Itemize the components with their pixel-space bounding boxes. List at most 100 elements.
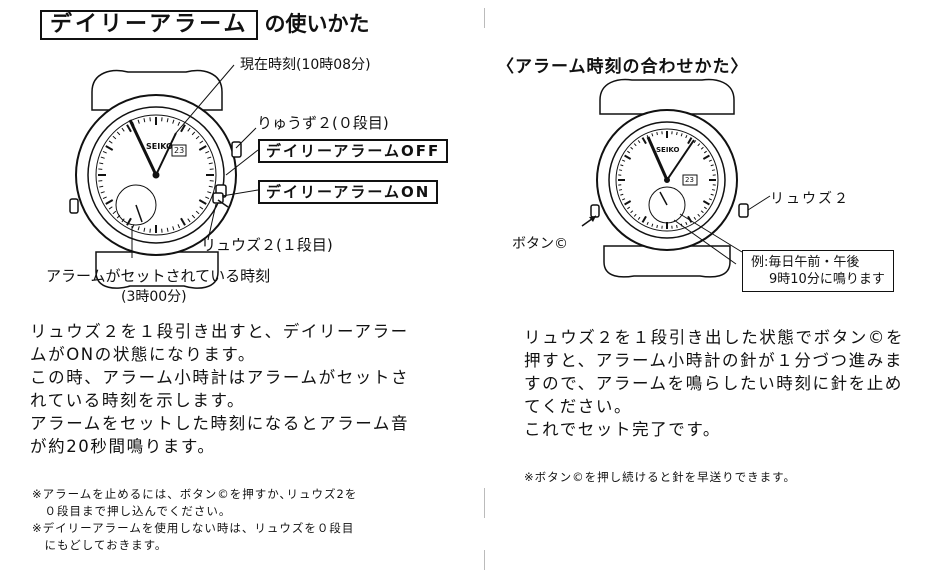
dial-tick (651, 223, 654, 227)
dial-tick (620, 164, 624, 167)
left-body-line: が約20秒間鳴ります。 (30, 437, 216, 456)
right-watch-brand: SEIKO (656, 146, 680, 154)
left-note-line: ※デイリーアラームを使用しない時は、リュウズを０段目 (32, 521, 355, 535)
dial-tick (208, 162, 213, 165)
dial-tick (711, 169, 716, 171)
dial-tick (702, 200, 710, 206)
right-watch-illustration (581, 78, 771, 278)
label-alarm-set-time: アラームがセットされている時刻 (46, 267, 271, 285)
dial-tick (205, 150, 210, 154)
label-crown-2: リュウズ２ (770, 191, 850, 207)
dial-tick (630, 210, 634, 214)
dial-tick (143, 227, 146, 232)
dial-tick (195, 135, 200, 140)
dial-tick (99, 185, 104, 188)
dial-tick (637, 216, 641, 220)
left-note-line: にもどしておきます。 (32, 538, 168, 552)
dial-tick (180, 124, 186, 133)
dial-tick (207, 191, 212, 194)
label-crown-position-0: りゅうず２(０段目) (257, 114, 389, 132)
dial-tick (708, 198, 712, 201)
label-button-c: ボタン© (512, 236, 568, 252)
dial-tick (641, 215, 647, 223)
dial-tick (685, 135, 688, 139)
dial-tick (195, 210, 200, 215)
dial-tick (620, 193, 624, 196)
dial-tick (131, 224, 135, 229)
dial-tick (143, 118, 146, 123)
dial-tick (676, 131, 678, 136)
right-title: 〈アラーム時刻の合わせかた〉 (497, 57, 749, 77)
dial-tick (102, 196, 107, 200)
dial-tick (102, 150, 107, 154)
dial-tick (708, 159, 712, 162)
right-body-text: リュウズ２を１段引き出した状態でボタン©を 押すと、アラーム小時計の針が１分づつ… (524, 326, 904, 441)
label-crown-position-1: リュウズ２(１段目) (201, 236, 333, 254)
dial-tick (187, 127, 191, 132)
dial-tick (703, 150, 707, 154)
dial-tick (126, 217, 132, 226)
left-body-line: ムがONの状態になります。 (30, 345, 256, 364)
left-watch-illustration (69, 64, 259, 289)
left-watch-ticks (98, 117, 214, 233)
dial-tick (710, 164, 714, 167)
dial-tick (187, 218, 191, 223)
left-watch-brand: SEIKO (146, 142, 173, 151)
dial-tick (177, 121, 181, 126)
dial-tick (137, 119, 140, 124)
dial-tick (105, 145, 114, 151)
dial-tick (637, 140, 641, 144)
dial-tick (646, 135, 649, 139)
label-current-time: 現在時刻(10時08分) (240, 57, 371, 73)
dial-tick (177, 224, 181, 229)
dial-tick (693, 140, 697, 144)
dial-tick (99, 162, 104, 165)
dial-tick (198, 145, 207, 151)
left-body-line: れている時刻を示します。 (30, 391, 246, 410)
dial-tick (618, 189, 623, 191)
dial-tick (131, 121, 135, 126)
left-title-rest: の使いかた (264, 12, 370, 36)
left-body-line: リュウズ２を１段引き出すと、デイリーアラー (30, 322, 409, 341)
dial-tick (633, 213, 637, 217)
dial-tick (676, 224, 678, 229)
dial-tick (680, 133, 683, 137)
dial-tick (191, 214, 196, 219)
dial-tick (108, 206, 113, 210)
dial-tick (656, 224, 658, 229)
right-body-line: すので、アラームを鳴らしたい時刻に針を止め (524, 374, 903, 393)
left-watch-date: 23 (174, 146, 185, 155)
dial-tick (687, 215, 693, 223)
dial-tick (680, 223, 683, 227)
dial-tick (700, 146, 704, 150)
dial-tick (100, 156, 105, 159)
left-notes: ※アラームを止めるには、ボタン©を押すか､リュウズ2を ０段目まで押し込んでくだ… (32, 486, 357, 554)
dial-tick (700, 210, 704, 214)
callout-line: 例:毎日午前・午後 (751, 255, 860, 270)
dial-tick (646, 221, 649, 225)
column-divider-bottom (484, 550, 485, 570)
dial-tick (622, 159, 626, 162)
dial-tick (137, 226, 140, 231)
right-note: ※ボタン©を押し続けると針を早送りできます。 (524, 470, 796, 484)
left-body-line: この時、アラーム小時計はアラームがセットさ (30, 368, 410, 387)
column-divider-top (484, 8, 485, 28)
dial-tick (685, 221, 688, 225)
dial-tick (687, 137, 693, 145)
dial-tick (121, 218, 125, 223)
callout-line: 9時10分に鳴ります (769, 272, 885, 287)
right-body-line: リュウズ２を１段引き出した状態でボタン©を (524, 328, 905, 347)
dial-tick (641, 137, 647, 145)
dial-tick (126, 124, 132, 133)
dial-tick (205, 196, 210, 200)
dial-tick (166, 118, 169, 123)
left-note-line: ※アラームを止めるには、ボタン©を押すか､リュウズ2を (32, 487, 358, 501)
left-body-text: リュウズ２を１段引き出すと、デイリーアラー ムがONの状態になります。 この時、… (30, 320, 409, 458)
right-body-line: 押すと、アラーム小時計の針が１分づつ進みま (524, 351, 903, 370)
dial-tick (207, 156, 212, 159)
dial-tick (693, 216, 697, 220)
dial-tick (618, 169, 623, 171)
dial-tick (112, 210, 117, 215)
dial-tick (105, 199, 114, 205)
